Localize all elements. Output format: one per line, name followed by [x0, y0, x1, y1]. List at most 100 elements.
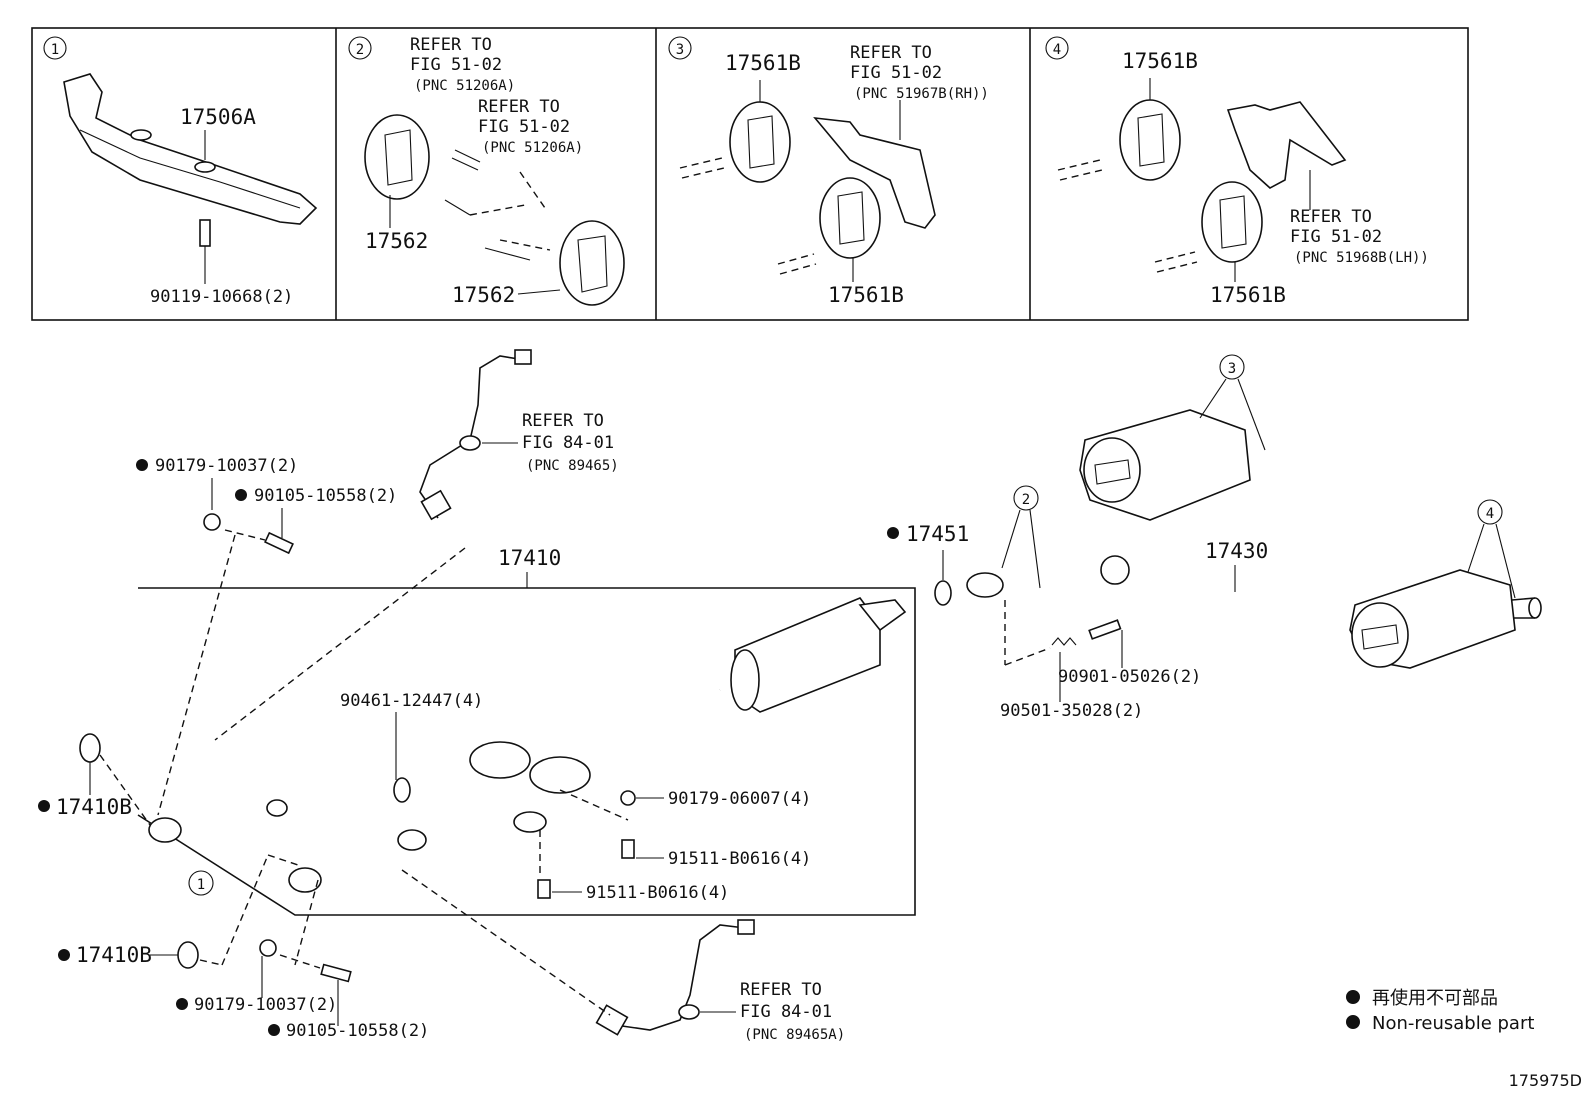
- front-pipe-box: [137, 587, 916, 916]
- refer-text: REFER TO: [740, 980, 822, 1000]
- panel-2: 2 REFER TO FIG 51-02 (PNC 51206A) REFER …: [348, 35, 625, 307]
- label-90105-10558-bottom: 90105-10558(2): [286, 1021, 429, 1041]
- refer-fig: FIG 84-01: [740, 1002, 832, 1022]
- lower-fasteners: 17410B 90179-10037(2) 90105-10558(2): [58, 854, 429, 1041]
- tail-pipe-assembly: 17451 17430 90901-05026(2) 90501-35028: [887, 354, 1542, 721]
- hanger-rubber-17562: [559, 220, 625, 306]
- refer-fig: FIG 84-01: [522, 433, 614, 453]
- label-17410B-bottom: 17410B: [76, 943, 152, 967]
- label-90179-06007: 90179-06007(4): [668, 789, 811, 809]
- refer-text: REFER TO: [1290, 207, 1372, 227]
- bolt-90105-10558: [320, 963, 352, 983]
- refer-fig: FIG 51-02: [1290, 227, 1382, 247]
- refer-pnc: (PNC 51968B(LH)): [1294, 250, 1429, 266]
- refer-fig: FIG 51-02: [410, 55, 502, 75]
- refer-pnc: (PNC 51206A): [414, 78, 515, 94]
- inset-panels: [31, 27, 1469, 321]
- clamp-ring: [393, 777, 411, 803]
- crossmember-bracket: [63, 73, 318, 225]
- hanger-rubber-17561B: [819, 177, 881, 259]
- label-90179-10037-top: 90179-10037(2): [155, 456, 298, 476]
- non-reusable-dot: [887, 527, 899, 539]
- callout-3: 3: [1228, 361, 1236, 377]
- panel-3: 3 17561B REFER TO FIG 51-02 (PNC 51967B(…: [668, 36, 989, 307]
- o2-sensor-upper: REFER TO FIG 84-01 (PNC 89465): [214, 349, 619, 741]
- label-90901-05026: 90901-05026(2): [1058, 667, 1201, 687]
- label-17506A: 17506A: [180, 105, 256, 129]
- refer-pnc: (PNC 89465): [526, 458, 619, 474]
- label-90119-10668: 90119-10668(2): [150, 287, 293, 307]
- refer-text: REFER TO: [410, 35, 492, 55]
- spring-90501-35028: [1051, 637, 1077, 646]
- upper-fasteners: 90179-10037(2) 90105-10558(2) 17410B: [38, 456, 397, 826]
- non-reusable-dot: [58, 949, 70, 961]
- non-reusable-dot: [1346, 1015, 1360, 1029]
- clamp-ring: [397, 829, 427, 851]
- flange-front-upper: [148, 817, 182, 843]
- label-17562-b: 17562: [452, 283, 515, 307]
- label-17451: 17451: [906, 522, 969, 546]
- panel-1: 1 17506A 90119-10668(2): [43, 36, 318, 307]
- hanger-rubber-17561B: [1119, 99, 1181, 181]
- non-reusable-dot: [268, 1024, 280, 1036]
- hanger-bracket-rh: [813, 116, 936, 229]
- legend: 再使用不可部品 Non-reusable part: [1346, 988, 1534, 1034]
- label-91511-B0616-b: 91511-B0616(4): [586, 883, 729, 903]
- non-reusable-dot: [1346, 990, 1360, 1004]
- panel-3-number: 3: [676, 42, 684, 58]
- non-reusable-dot: [38, 800, 50, 812]
- label-17561B-a: 17561B: [725, 51, 801, 75]
- callout-2: 2: [1022, 492, 1030, 508]
- callout-1: 1: [197, 877, 205, 893]
- bolt-90901-05026: [1088, 619, 1122, 640]
- refer-pnc: (PNC 51967B(RH)): [854, 86, 989, 102]
- label-17410: 17410: [498, 546, 561, 570]
- bolt-90105-10558: [264, 531, 294, 555]
- refer-text: REFER TO: [850, 43, 932, 63]
- hanger-rubber-17562: [364, 114, 430, 200]
- gasket-17410B: [177, 941, 199, 969]
- refer-text: REFER TO: [522, 411, 604, 431]
- panel-2-number: 2: [356, 42, 364, 58]
- refer-text: REFER TO: [478, 97, 560, 117]
- hanger-rubber-17561B: [729, 101, 791, 183]
- label-91511-B0616-a: 91511-B0616(4): [668, 849, 811, 869]
- non-reusable-dot: [136, 459, 148, 471]
- flange-tail: [966, 572, 1004, 598]
- label-17410B-top: 17410B: [56, 795, 132, 819]
- front-pipe-assembly: 17410 90461-12447(4) 90179-06007(4) 9: [137, 546, 916, 916]
- panel-4-number: 4: [1053, 42, 1061, 58]
- label-90105-10558-top: 90105-10558(2): [254, 486, 397, 506]
- bolt-91511-B0616: [621, 839, 635, 859]
- bolt-91511-B0616: [537, 879, 551, 899]
- callout-4: 4: [1486, 506, 1494, 522]
- legend-japanese: 再使用不可部品: [1372, 988, 1498, 1009]
- label-17561B-d: 17561B: [1210, 283, 1286, 307]
- label-17561B-c: 17561B: [1122, 49, 1198, 73]
- nut-90179-06007: [620, 790, 636, 806]
- catalytic-converter-upper: [469, 741, 531, 779]
- label-17562-a: 17562: [365, 229, 428, 253]
- label-90461-12447: 90461-12447(4): [340, 691, 483, 711]
- label-90501-35028: 90501-35028(2): [1000, 701, 1143, 721]
- label-17561B-b: 17561B: [828, 283, 904, 307]
- nut-90179-10037: [259, 939, 277, 957]
- refer-pnc: (PNC 51206A): [482, 140, 583, 156]
- legend-non-reusable: Non-reusable part: [1372, 1013, 1534, 1034]
- non-reusable-dot: [176, 998, 188, 1010]
- catalytic-converter-lower: [529, 756, 591, 794]
- clamp-ring: [513, 811, 547, 833]
- clamp-ring: [266, 799, 288, 817]
- label-90179-10037-bottom: 90179-10037(2): [194, 995, 337, 1015]
- refer-fig: FIG 51-02: [850, 63, 942, 83]
- flange-front-lower: [288, 867, 322, 893]
- panel-4: 4 17561B REFER TO FIG 51-02 (PNC 51968B(…: [1045, 36, 1429, 307]
- label-17430: 17430: [1205, 539, 1268, 563]
- hanger-bracket-lh: [1226, 101, 1347, 189]
- hanger-rubber-17561B: [1201, 181, 1263, 263]
- non-reusable-dot: [235, 489, 247, 501]
- figure-id: 175975D: [1509, 1071, 1582, 1090]
- bolt-90119: [199, 219, 211, 247]
- refer-fig: FIG 51-02: [478, 117, 570, 137]
